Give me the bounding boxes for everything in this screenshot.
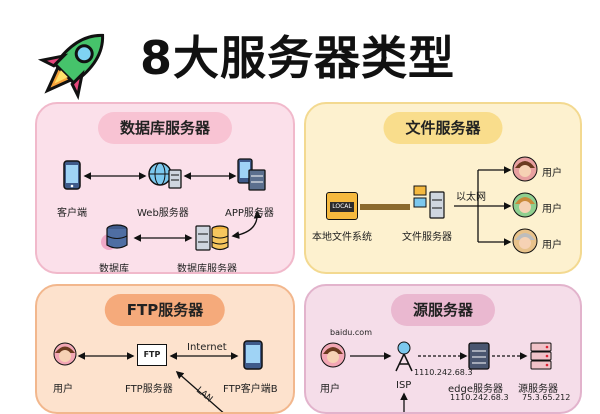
database-icon <box>101 224 128 250</box>
connector-lines <box>83 172 262 242</box>
page-title: 8大服务器类型 <box>140 31 456 85</box>
web-server-icon <box>148 162 182 189</box>
user-avatar-icon <box>512 228 538 254</box>
phone-icon <box>63 160 81 190</box>
panel-title: 数据库服务器 <box>97 112 233 144</box>
file-server-icon <box>413 185 445 219</box>
ftp-server-label: FTP服务器 <box>125 384 173 395</box>
domain-label: baidu.com <box>330 328 372 337</box>
isp-tower-icon <box>395 341 413 372</box>
edge-ip-label: 1110.242.68.3 <box>450 393 509 402</box>
origin-ip-label: 75.3.65.212 <box>522 393 571 402</box>
internet-label: Internet <box>187 342 227 353</box>
client-label: 客户端 <box>57 208 87 219</box>
database-server-label: 数据库服务器 <box>177 264 237 274</box>
local-folder-icon: LOCAL <box>326 192 358 220</box>
ftp-server-icon: FTP <box>137 344 167 366</box>
user-label-2: 用户 <box>542 204 562 215</box>
origin-user-label: 用户 <box>320 384 340 395</box>
ftp-user-label: 用户 <box>53 384 73 395</box>
database-server-icon <box>195 225 229 251</box>
panel-title: FTP服务器 <box>104 294 226 326</box>
user-avatar-icon <box>512 156 538 182</box>
ftp-client-b-label: FTP客户端B <box>223 384 278 395</box>
app-server-label: APP服务器 <box>225 208 274 219</box>
edge-server-icon <box>468 342 490 370</box>
phone-icon <box>243 340 263 370</box>
file-server-panel: 文件服务器 LOCAL 本地文件系统 文件服务器 以太网 用户 <box>304 102 582 274</box>
isp-ip-label: 1110.242.68.3 <box>414 368 473 377</box>
ftp-tag: FTP <box>143 350 161 359</box>
origin-server-icon <box>530 342 552 370</box>
database-server-panel: 数据库服务器 客户端 Web服务器 APP服务器 <box>35 102 295 274</box>
ftp-server-panel: FTP服务器 用户 FTP FTP服务器 Internet FTP客户端B LA… <box>35 284 295 414</box>
web-server-label: Web服务器 <box>137 208 189 219</box>
user-avatar-icon <box>53 342 77 366</box>
user-label-1: 用户 <box>542 168 562 179</box>
user-avatar-icon <box>320 342 346 368</box>
edge-server-label: edge服务器 <box>448 384 503 395</box>
file-server-label: 文件服务器 <box>402 232 452 243</box>
user-label-3: 用户 <box>542 240 562 251</box>
connector-lines <box>360 166 512 246</box>
origin-server-panel: 源服务器 baidu.com 用户 ISP 1110.242.68.3 edge… <box>304 284 582 414</box>
user-avatar-icon <box>512 192 538 218</box>
local-fs-label: 本地文件系统 <box>312 232 372 243</box>
local-tag: LOCAL <box>330 202 354 212</box>
app-server-icon <box>237 158 266 191</box>
isp-label: ISP <box>396 380 412 391</box>
ethernet-label: 以太网 <box>456 192 486 203</box>
panel-title: 源服务器 <box>390 294 496 326</box>
panel-title: 文件服务器 <box>383 112 503 144</box>
origin-server-label: 源服务器 <box>518 384 558 395</box>
database-label: 数据库 <box>99 264 129 274</box>
rocket-icon <box>37 33 105 101</box>
